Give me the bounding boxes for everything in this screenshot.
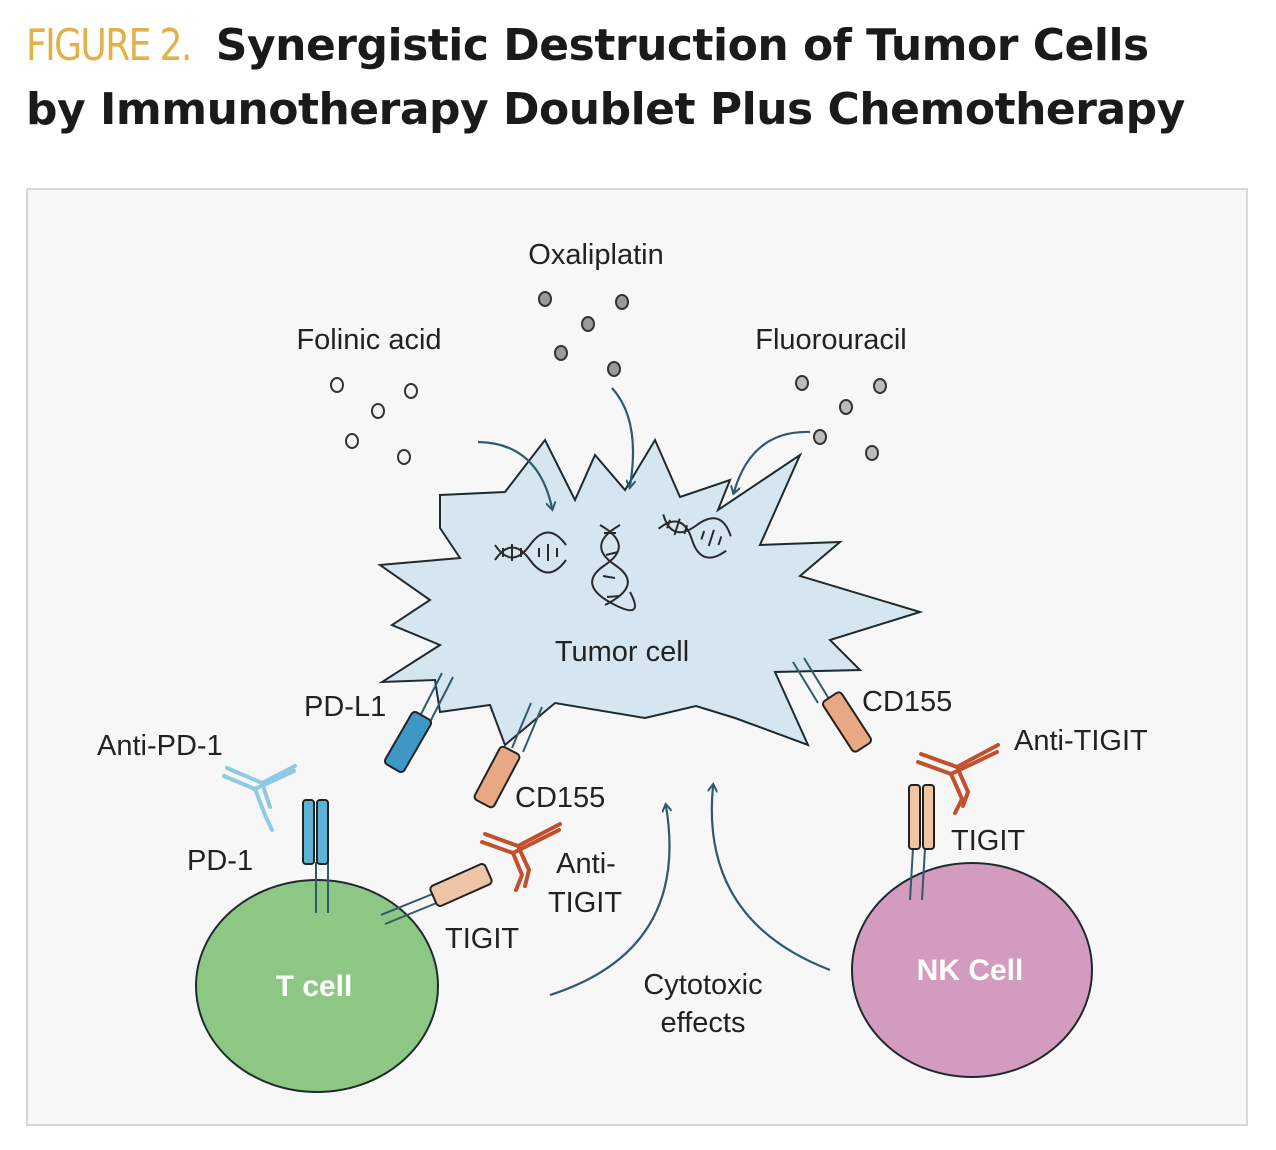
tigit-t-cell-label: TIGIT <box>445 923 519 955</box>
anti-tigit-t-label-line1: Anti- <box>556 848 616 880</box>
figure-label: FIGURE 2. <box>26 20 192 71</box>
pd-1-label: PD-1 <box>187 845 253 877</box>
anti-tigit-nk-label: Anti-TIGIT <box>1014 725 1148 757</box>
tumor-cell-label: Tumor cell <box>555 636 689 668</box>
pd-l1-label: PD-L1 <box>304 691 386 723</box>
cd155-left-receptor <box>473 702 543 809</box>
arrow-folinic-acid <box>477 440 552 508</box>
cytotoxic-label-line1: Cytotoxic <box>643 969 762 1001</box>
folinic-acid-dots <box>330 377 418 465</box>
pd-1-receptor <box>302 799 329 913</box>
tumor-cell-body <box>377 437 924 747</box>
anti-pd-1-antibody <box>222 764 297 832</box>
dna-icon-1 <box>494 531 567 574</box>
cd155-right-label: CD155 <box>862 686 952 718</box>
anti-tigit-t-antibody <box>480 822 562 892</box>
arrow-oxaliplatin <box>611 387 633 486</box>
tigit-t-cell-receptor <box>380 863 493 925</box>
anti-tigit-nk-antibody <box>916 743 1000 815</box>
arrow-fluorouracil <box>734 430 811 492</box>
t-cell-label: T cell <box>276 970 353 1003</box>
anti-tigit-t-label-line2: TIGIT <box>548 887 622 919</box>
tigit-nk-label: TIGIT <box>951 825 1025 857</box>
folinic-acid-label: Folinic acid <box>296 324 441 356</box>
arrow-cytotoxic-t <box>549 806 670 997</box>
cd155-left-label: CD155 <box>515 782 605 814</box>
fluorouracil-label: Fluorouracil <box>755 324 907 356</box>
pd-l1-receptor <box>383 672 454 774</box>
anti-pd-1-label: Anti-PD-1 <box>97 730 223 762</box>
tigit-nk-receptor <box>908 784 935 901</box>
oxaliplatin-label: Oxaliplatin <box>528 239 663 271</box>
cd155-right-receptor <box>792 657 873 753</box>
figure-title: FIGURE 2. Synergistic Destruction of Tum… <box>26 14 1266 142</box>
nk-cell-label: NK Cell <box>917 954 1024 987</box>
title-line-1: Synergistic Destruction of Tumor Cells <box>215 20 1149 71</box>
cytotoxic-label-line2: effects <box>661 1007 746 1039</box>
arrow-cytotoxic-nk <box>712 786 831 972</box>
oxaliplatin-dots <box>538 291 629 377</box>
title-line-2: by Immunotherapy Doublet Plus Chemothera… <box>26 84 1185 135</box>
nk-cell-body <box>851 862 1093 1078</box>
fluorouracil-dots <box>795 375 887 461</box>
dna-icon-2 <box>591 524 636 612</box>
dna-icon-3 <box>658 514 732 559</box>
